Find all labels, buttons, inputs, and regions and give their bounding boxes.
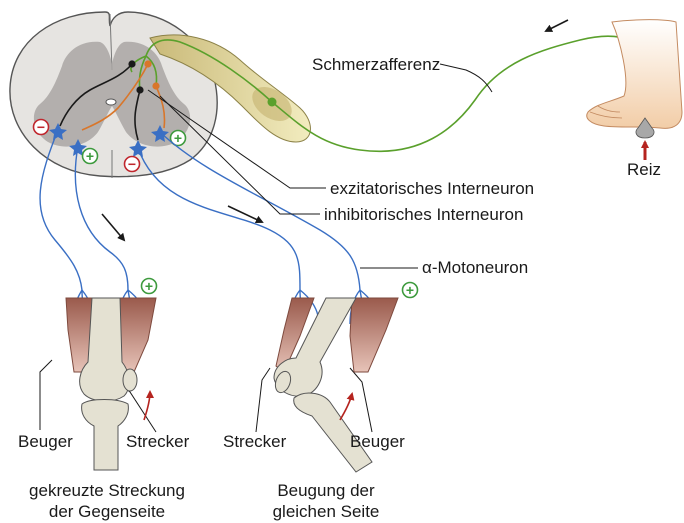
left-extensor-label: Strecker — [126, 432, 189, 452]
right-caption-line1: Beugung der — [236, 480, 416, 501]
right-extensor-label: Strecker — [223, 432, 286, 452]
right-caption-line2: gleichen Seite — [236, 501, 416, 522]
left-caption-line2: der Gegenseite — [2, 501, 212, 522]
excitatory-interneuron-body — [136, 86, 143, 93]
left-patella — [123, 369, 137, 391]
plus-sign: + — [174, 130, 182, 146]
alpha-motoneuron-label: α-Motoneuron — [422, 258, 528, 278]
inhibitory-interneuron-label: inhibitorisches Interneuron — [324, 205, 523, 225]
inhibitory-interneuron-body — [144, 60, 151, 67]
left-tibia — [82, 400, 129, 471]
plus-sign: + — [406, 282, 414, 298]
central-canal — [106, 99, 116, 105]
minus-sign: − — [37, 119, 45, 135]
inhibitory-interneuron-body — [152, 82, 159, 89]
plus-sign: + — [145, 278, 153, 294]
right-flexor-muscle — [350, 298, 398, 372]
stimulus-label: Reiz — [627, 160, 661, 180]
minus-sign: − — [128, 156, 136, 172]
left-caption-line1: gekreuzte Streckung — [2, 480, 212, 501]
ganglion-cell-body — [268, 98, 277, 107]
right-flexor-label: Beuger — [350, 432, 405, 452]
left-caption: gekreuzte Streckung der Gegenseite — [2, 480, 212, 522]
excitatory-interneuron-body — [128, 60, 135, 67]
pain-afferent-label: Schmerzafferenz — [312, 55, 440, 75]
right-caption: Beugung der gleichen Seite — [236, 480, 416, 522]
plus-sign: + — [86, 148, 94, 164]
left-flexor-label: Beuger — [18, 432, 73, 452]
excitatory-interneuron-label: exzitatorisches Interneuron — [330, 179, 534, 199]
